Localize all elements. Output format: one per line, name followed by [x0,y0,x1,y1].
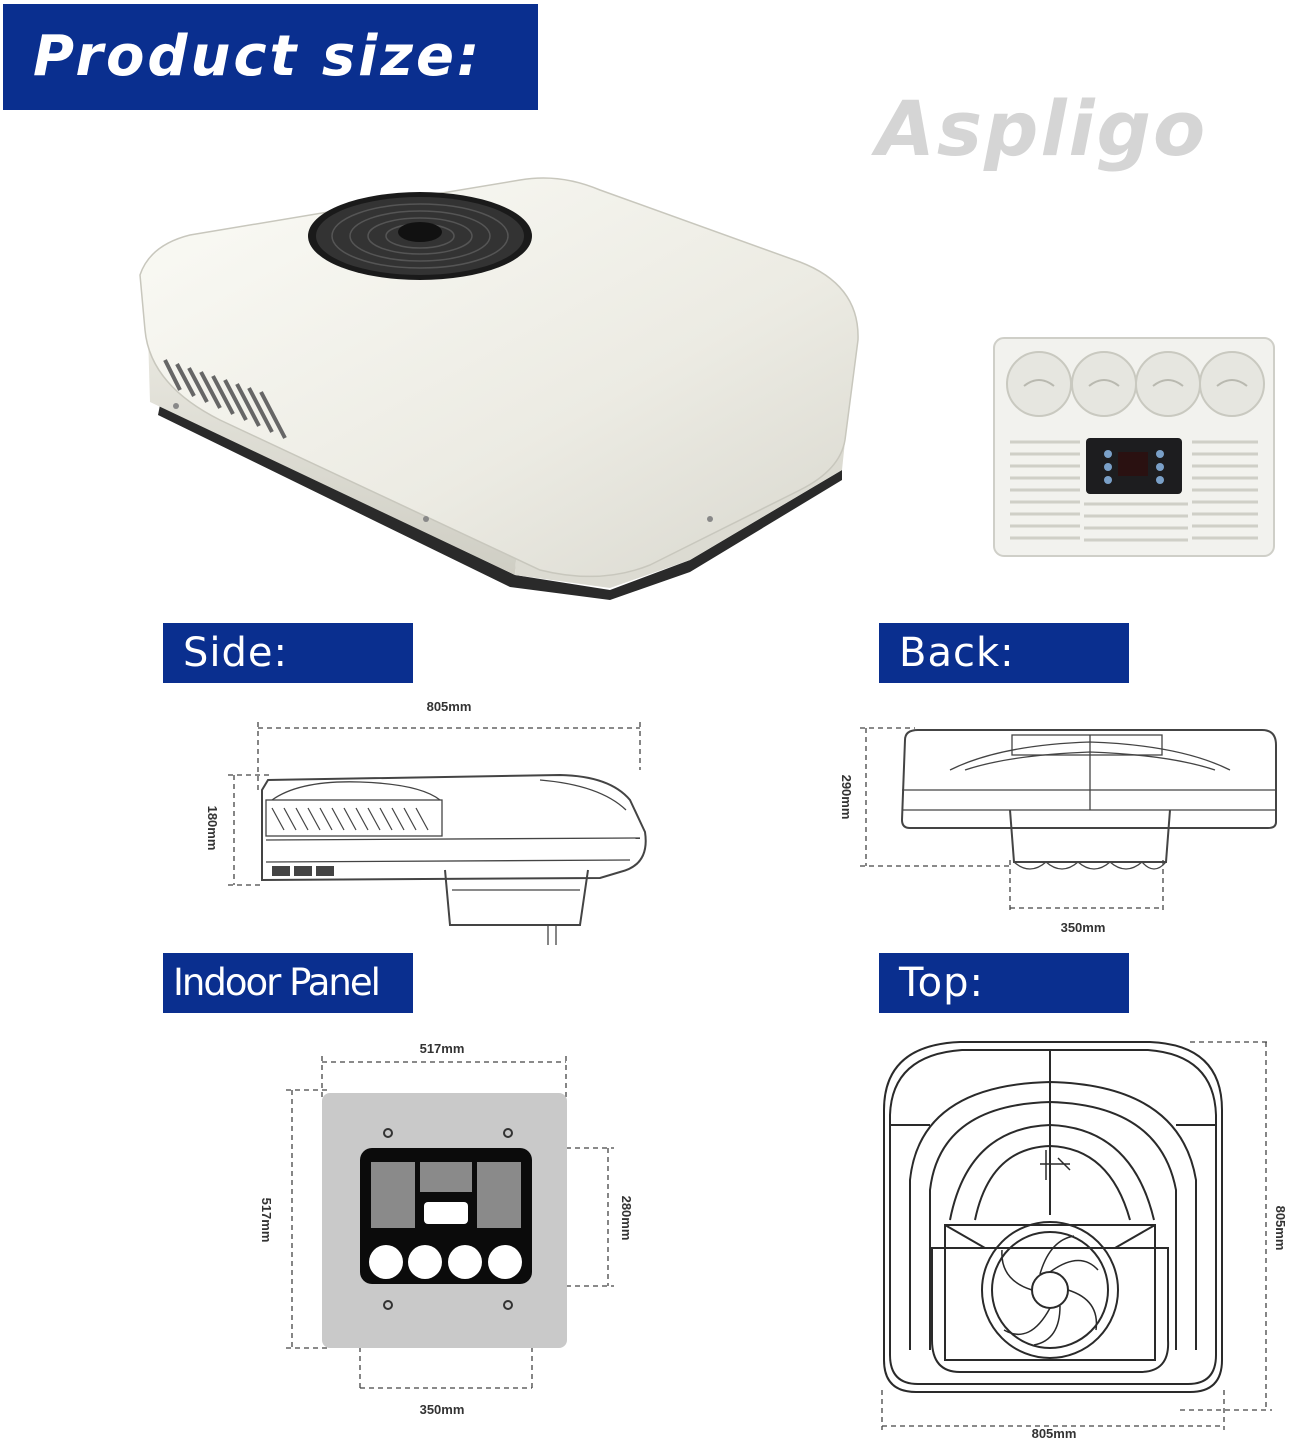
panel-inner-width-label: 350mm [420,1402,465,1417]
top-section-label: Top: [879,953,1129,1013]
air-outlet-vents [1006,351,1265,417]
top-width-label: 805mm [1032,1426,1077,1441]
side-height-label: 180mm [205,806,220,851]
side-section-label: Side: [163,623,413,683]
indoor-panel-section-label: Indoor Panel [163,953,413,1013]
back-width-label: 350mm [1061,920,1106,935]
top-height-label: 805mm [1273,1206,1288,1251]
brand-logo: Aspligo [876,84,1208,173]
side-vent-grille [163,359,287,439]
top-fan-icon [308,192,532,280]
panel-height-label: 517mm [259,1198,274,1243]
panel-width-label: 517mm [420,1041,465,1056]
control-display [1086,438,1182,494]
panel-inner-height-label: 280mm [619,1196,634,1241]
return-air-grille [1010,440,1258,542]
indoor-panel-photo [993,337,1275,557]
back-height-label: 290mm [839,775,854,820]
side-width-label: 805mm [427,699,472,714]
back-section-label: Back: [879,623,1129,683]
product-size-banner: Product size: [3,4,538,110]
